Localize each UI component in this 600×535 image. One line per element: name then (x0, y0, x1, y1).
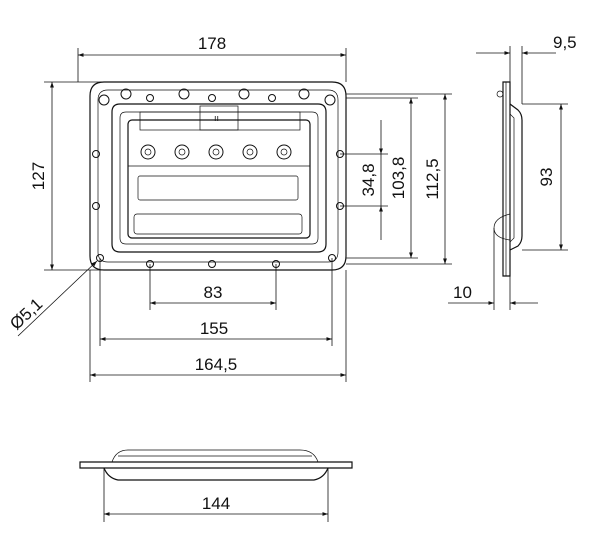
dim-label-103-8: 103,8 (389, 157, 408, 200)
dim-mount-span: 155 (99, 258, 333, 346)
side-recess-profile (509, 103, 523, 251)
handle-top-bar (139, 111, 301, 131)
side-flange (502, 81, 511, 277)
dim-hole-spacing-inner: 34,8 (340, 120, 388, 240)
dim-label-164-5: 164,5 (195, 355, 238, 374)
front-view: ıı (89, 81, 347, 271)
side-view (493, 81, 523, 277)
dim-label-155: 155 (200, 319, 228, 338)
recess-outline (111, 103, 327, 253)
dim-label-34-8: 34,8 (359, 163, 378, 196)
side-rivet (496, 90, 504, 98)
center-marking: ıı (214, 113, 219, 123)
dim-label-112-5: 112,5 (423, 158, 442, 199)
dim-overall-height: 127 (29, 81, 104, 271)
dim-side-depth: 93 (522, 103, 568, 251)
dim-label-10: 10 (453, 283, 472, 302)
plate-inner-edge (97, 89, 339, 263)
dim-hole-spacing-outer: 112,5 (346, 93, 452, 265)
handle-grip-lower (133, 213, 303, 235)
dim-overall-width: 178 (77, 34, 347, 82)
handle-center-tab (199, 105, 239, 131)
dim-flange-width: 164,5 (89, 270, 347, 382)
bottom-flange (79, 461, 353, 469)
dim-recess-width: 144 (103, 468, 329, 522)
dim-label-178: 178 (198, 34, 226, 53)
handle-frame (127, 119, 311, 239)
dim-hole-spacing-mid: 103,8 (346, 97, 418, 259)
dim-label-144: 144 (202, 494, 230, 513)
top-flange-holes (98, 88, 336, 106)
recess-inner (119, 111, 319, 245)
dim-label-83: 83 (204, 283, 223, 302)
dim-bottom-hole-spacing: 83 (149, 264, 277, 310)
handle-grip-upper (137, 175, 299, 201)
side-flange-holes (92, 150, 344, 210)
bottom-handle-top (111, 449, 319, 463)
handle-holes (140, 144, 292, 160)
dim-hole-diameter: Ø5,1 (6, 260, 98, 337)
side-recess-inner (509, 113, 515, 243)
dim-label-93: 93 (537, 168, 556, 187)
bottom-view (79, 449, 353, 481)
dim-label-9-5: 9,5 (553, 33, 577, 52)
bottom-flange-holes (96, 254, 336, 268)
bottom-recess-profile (103, 467, 329, 481)
dim-side-thickness-bottom: 10 (448, 228, 538, 310)
side-handle-hinge (493, 213, 511, 241)
dim-label-127: 127 (29, 162, 48, 190)
dim-side-thickness-top: 9,5 (476, 33, 577, 104)
